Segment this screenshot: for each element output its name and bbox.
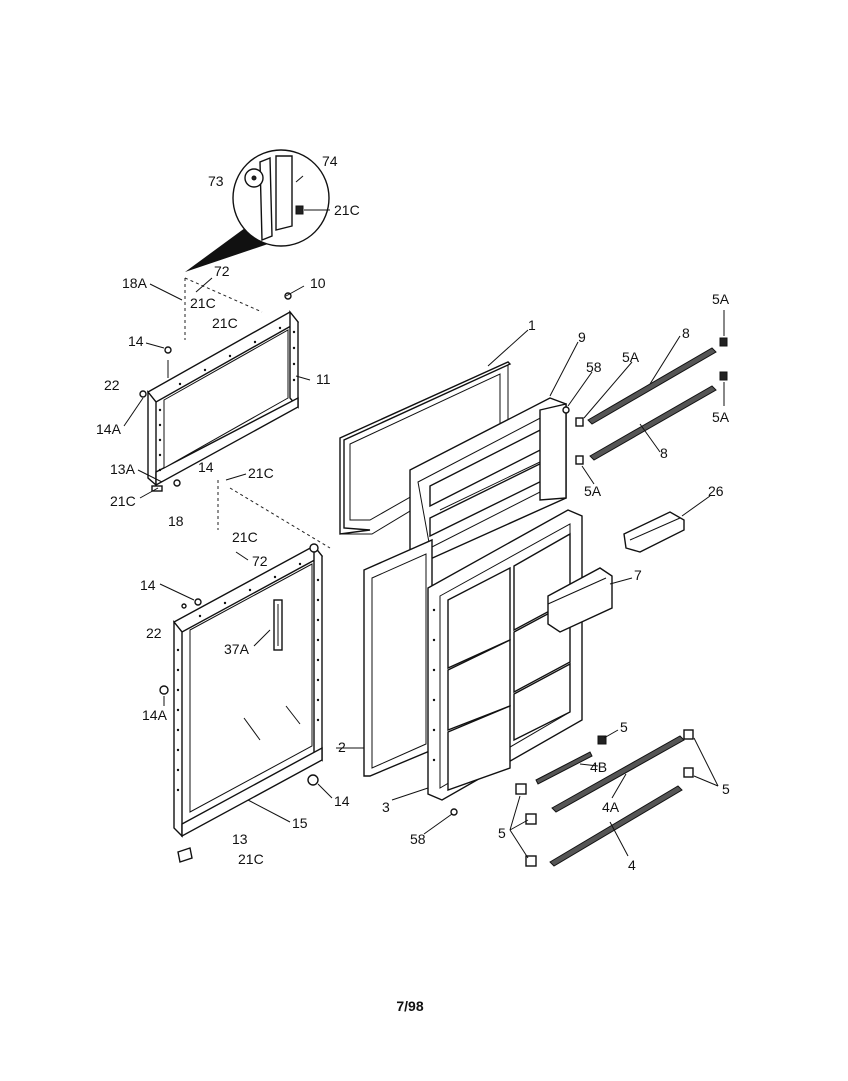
callout-18a: 18A — [122, 275, 148, 291]
callout-21c-top2: 21C — [212, 315, 238, 331]
magnifier-beam — [185, 228, 268, 272]
revision-date: 7/98 — [396, 998, 424, 1014]
callout-14-top: 14 — [128, 333, 144, 349]
callout-5a-b: 5A — [712, 291, 730, 307]
shelf-rails — [535, 347, 717, 867]
detail-magnifier — [185, 149, 330, 272]
callout-labels: 74 73 21C 72 18A 21C 10 21C 14 11 22 14A… — [96, 153, 730, 873]
dairy-bin — [547, 567, 613, 633]
callout-13a: 13A — [110, 461, 136, 477]
callout-2: 2 — [338, 739, 346, 755]
freezer-door-frame — [139, 277, 331, 549]
callout-18: 18 — [168, 513, 184, 529]
detail-hinge — [259, 156, 273, 242]
fresh-food-door-liner — [427, 509, 583, 801]
detail-bracket — [275, 155, 293, 231]
detail-screw — [295, 205, 304, 215]
callout-11: 11 — [316, 371, 331, 387]
callout-21c-mid1: 21C — [248, 465, 274, 481]
callout-4b: 4B — [590, 759, 607, 775]
callout-37a: 37A — [224, 641, 250, 657]
callout-21c-detail: 21C — [334, 202, 360, 218]
freezer-door-liner — [409, 397, 567, 561]
callout-74: 74 — [322, 153, 338, 169]
callout-14-low: 14 — [140, 577, 156, 593]
callout-14a-low: 14A — [142, 707, 168, 723]
callout-9: 9 — [578, 329, 586, 345]
callout-22-low: 22 — [146, 625, 162, 641]
callout-21c-top1: 21C — [190, 295, 216, 311]
callout-22-top: 22 — [104, 377, 120, 393]
callout-5-b: 5 — [722, 781, 730, 797]
callout-72-mid: 72 — [252, 553, 268, 569]
butter-tray — [623, 511, 685, 553]
callout-14-mid: 14 — [198, 459, 214, 475]
callout-7: 7 — [634, 567, 642, 583]
fresh-food-door-frame — [159, 543, 324, 863]
callout-21c-mid3: 21C — [232, 529, 258, 545]
rail-clips — [450, 337, 728, 867]
callout-5a-a: 5A — [622, 349, 640, 365]
callout-5-a: 5 — [620, 719, 628, 735]
callout-26: 26 — [708, 483, 724, 499]
callout-15: 15 — [292, 815, 308, 831]
callout-4: 4 — [628, 857, 636, 873]
callout-73: 73 — [208, 173, 224, 189]
callout-58-top: 58 — [586, 359, 602, 375]
callout-5-c: 5 — [498, 825, 506, 841]
callout-4a: 4A — [602, 799, 620, 815]
leader-lines — [123, 277, 725, 859]
callout-10: 10 — [310, 275, 326, 291]
callout-3: 3 — [382, 799, 390, 815]
callout-21c-mid2: 21C — [110, 493, 136, 509]
callout-72-top: 72 — [214, 263, 230, 279]
callout-58-bottom: 58 — [410, 831, 426, 847]
callout-8-a: 8 — [682, 325, 690, 341]
callout-5a-c: 5A — [712, 409, 730, 425]
callout-21c-bottom: 21C — [238, 851, 264, 867]
callout-14-right: 14 — [334, 793, 350, 809]
callout-8-b: 8 — [660, 445, 668, 461]
callout-1: 1 — [528, 317, 536, 333]
callout-13: 13 — [232, 831, 248, 847]
callout-14a-top: 14A — [96, 421, 122, 437]
fresh-food-gasket — [363, 538, 433, 777]
callout-5a-d: 5A — [584, 483, 602, 499]
